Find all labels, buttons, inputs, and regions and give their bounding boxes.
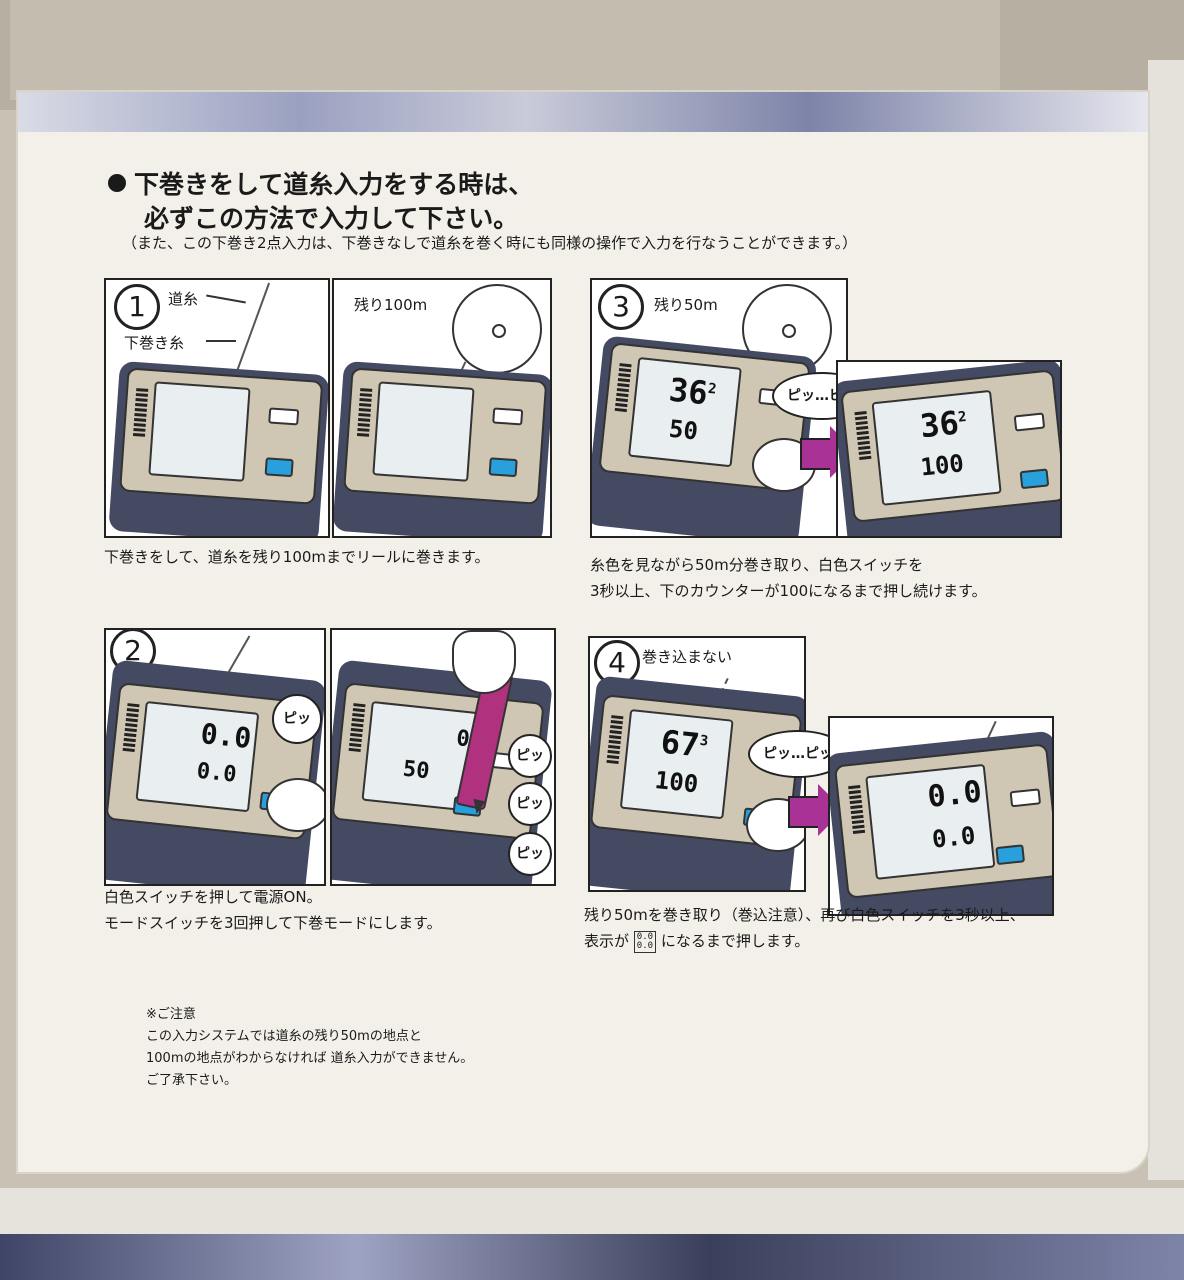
step3-label-remaining: 残り50m xyxy=(654,296,718,314)
white-switch xyxy=(268,407,300,426)
footnote-line3: ご了承下さい。 xyxy=(146,1073,238,1088)
step4-panel-b: 0.0 0.0 xyxy=(828,716,1054,916)
footnote: ※ご注意 この入力システムでは道糸の残り50mの地点と 100mの地点がわからな… xyxy=(146,1004,473,1092)
box-flap xyxy=(10,0,1000,100)
lcd-top-value: 362 xyxy=(918,403,968,446)
white-switch xyxy=(1009,788,1042,808)
lcd-bottom-value: 100 xyxy=(919,449,966,482)
step2-caption-line2: モードスイッチを3回押して下巻モードにします。 xyxy=(104,914,442,932)
box-bottom-edge xyxy=(0,1188,1184,1280)
lcd-screen xyxy=(148,381,251,482)
reel-device: 673 100 xyxy=(590,675,804,890)
step2-panel-a: 2 0.0 0.0 ピッ xyxy=(104,628,326,886)
step1-panel-b: 残り100m xyxy=(332,278,552,538)
reel-device: 0.0 0.0 xyxy=(830,730,1052,914)
footnote-title: ※ご注意 xyxy=(146,1007,196,1022)
step1-caption: 下巻きをして、道糸を残り100mまでリールに巻きます。 xyxy=(104,548,490,566)
lcd-bottom-value: 100 xyxy=(653,766,700,799)
mode-switch xyxy=(488,457,518,478)
lcd-screen: 362 100 xyxy=(871,389,1002,506)
lcd-top-value: 0.0 xyxy=(199,716,253,756)
lcd-screen: 0.0 0.0 xyxy=(135,700,260,813)
finger-icon xyxy=(266,778,324,832)
mode-switch xyxy=(995,844,1026,866)
beep-bubble: ピッ xyxy=(508,734,552,778)
lcd-screen: 673 100 xyxy=(619,708,734,820)
mode-switch xyxy=(1019,468,1050,490)
box-right-edge xyxy=(1148,60,1184,1180)
arrow-icon xyxy=(788,796,822,828)
lcd-bottom-value: 50 xyxy=(667,414,700,446)
lcd-screen: 362 50 xyxy=(627,357,742,468)
step3-number: 3 xyxy=(598,284,644,330)
lcd-bottom-value: 50 xyxy=(401,756,431,785)
sheet-top-strip xyxy=(18,92,1148,132)
step4-caption-line1: 残り50mを巻き取り（巻込注意）、再び白色スイッチを3秒以上、 xyxy=(584,906,1025,924)
page-title: 下巻きをして道糸入力をする時は、 必ずこの方法で入力して下さい。 xyxy=(108,168,533,236)
title-note: （また、この下巻き2点入力は、下巻きなしで道糸を巻く時にも同様の操作で入力を行な… xyxy=(122,234,858,252)
step3-caption-line2: 3秒以上、下のカウンターが100になるまで押し続けます。 xyxy=(590,582,987,600)
reel-device: 362 100 xyxy=(838,362,1060,536)
beep-bubble: ピッ xyxy=(508,782,552,826)
step3-panel-b: 362 100 xyxy=(836,360,1062,538)
lcd-screen: 0.0 0.0 xyxy=(865,763,996,880)
spool-icon xyxy=(452,284,542,374)
title-line1: 下巻きをして道糸入力をする時は、 xyxy=(134,170,534,199)
step1-number: 1 xyxy=(114,284,160,330)
step1-label-remaining: 残り100m xyxy=(354,296,428,314)
title-line2: 必ずこの方法で入力して下さい。 xyxy=(144,204,519,233)
step4-label-note: 巻き込まない xyxy=(642,648,733,666)
step2-panel-b: 0 50 ピッ ピッ ピッ xyxy=(330,628,556,886)
lcd-bottom-value: 0.0 xyxy=(930,821,977,854)
step1-panel-a: 1 道糸 下巻き糸 xyxy=(104,278,330,538)
arrow-icon xyxy=(800,438,834,470)
lcd-bottom-value: 0.0 xyxy=(195,758,238,788)
hand-icon xyxy=(452,630,516,694)
white-switch xyxy=(1013,412,1046,432)
step1-label-line: 道糸 xyxy=(168,290,199,308)
reel-device xyxy=(108,360,328,536)
reel-device xyxy=(334,360,550,536)
step3-caption: 糸色を見ながら50m分巻き取り、白色スイッチを 3秒以上、下のカウンターが100… xyxy=(590,552,987,604)
mode-switch xyxy=(264,457,294,478)
lcd-top-value: 673 xyxy=(659,722,710,765)
lcd-top-value: 362 xyxy=(667,370,718,413)
step3-caption-line1: 糸色を見ながら50m分巻き取り、白色スイッチを xyxy=(590,556,924,574)
lcd-top-value: 0.0 xyxy=(925,774,984,815)
step2-caption: 白色スイッチを押して電源ON。 モードスイッチを3回押して下巻モードにします。 xyxy=(104,884,442,936)
white-switch xyxy=(492,407,524,426)
step2-caption-line1: 白色スイッチを押して電源ON。 xyxy=(104,888,322,906)
beep-bubble: ピッ xyxy=(272,694,322,744)
footnote-line2: 100mの地点がわからなければ 道糸入力ができません。 xyxy=(146,1051,474,1066)
footnote-line1: この入力システムでは道糸の残り50mの地点と xyxy=(146,1029,422,1044)
lcd-screen xyxy=(372,381,475,482)
reel-device: 362 50 xyxy=(592,335,818,536)
beep-bubble: ピッ xyxy=(508,832,552,876)
step1-label-backing: 下巻き糸 xyxy=(124,334,185,352)
bullet-icon xyxy=(108,174,126,192)
